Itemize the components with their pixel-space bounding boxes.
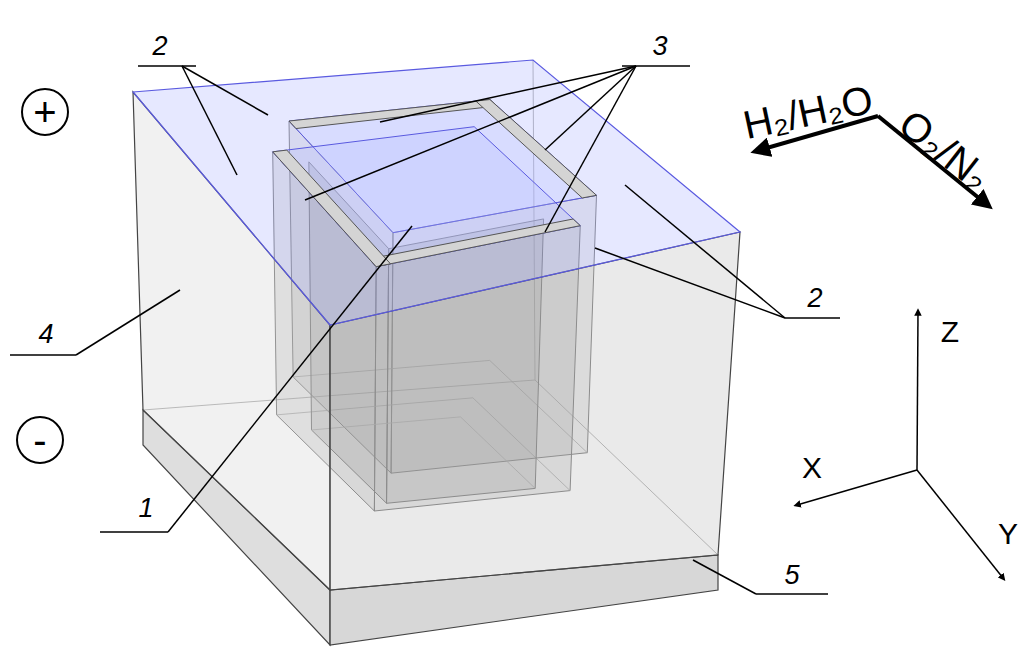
axis-label: Y (998, 519, 1018, 549)
polarity-circle: - (16, 416, 64, 464)
flow-arrow (917, 470, 1003, 578)
gas-label: O₂/N₂ (892, 103, 997, 197)
leader-line (182, 66, 237, 175)
leader-line (138, 65, 196, 67)
leader-line (168, 226, 412, 532)
leader-line (545, 66, 636, 232)
polarity-circle: + (21, 88, 69, 136)
axis-label: Z (941, 317, 959, 347)
leader-line (380, 66, 636, 122)
leader-line (625, 185, 785, 318)
callout-number: 5 (784, 562, 799, 589)
leader-line (545, 66, 636, 150)
leader-line (305, 66, 636, 200)
callout-number: 4 (38, 321, 53, 348)
gas-channel (476, 100, 597, 198)
leader-line (10, 354, 76, 356)
callout-number: 3 (652, 33, 667, 60)
leader-line (756, 593, 828, 595)
leader-line (785, 317, 840, 319)
leader-line (693, 560, 756, 594)
callout-number: 1 (138, 495, 153, 522)
leader-line (100, 531, 168, 533)
axis-label: X (802, 453, 822, 483)
top-plate (133, 60, 740, 325)
callout-number: 2 (807, 285, 822, 312)
flow-arrow (917, 312, 918, 470)
polarity-sign: + (33, 92, 56, 132)
leader-line (595, 248, 785, 318)
gas-channel (273, 150, 391, 267)
callout-number: 2 (152, 33, 167, 60)
polarity-sign: - (33, 420, 46, 460)
leader-line (76, 290, 180, 355)
